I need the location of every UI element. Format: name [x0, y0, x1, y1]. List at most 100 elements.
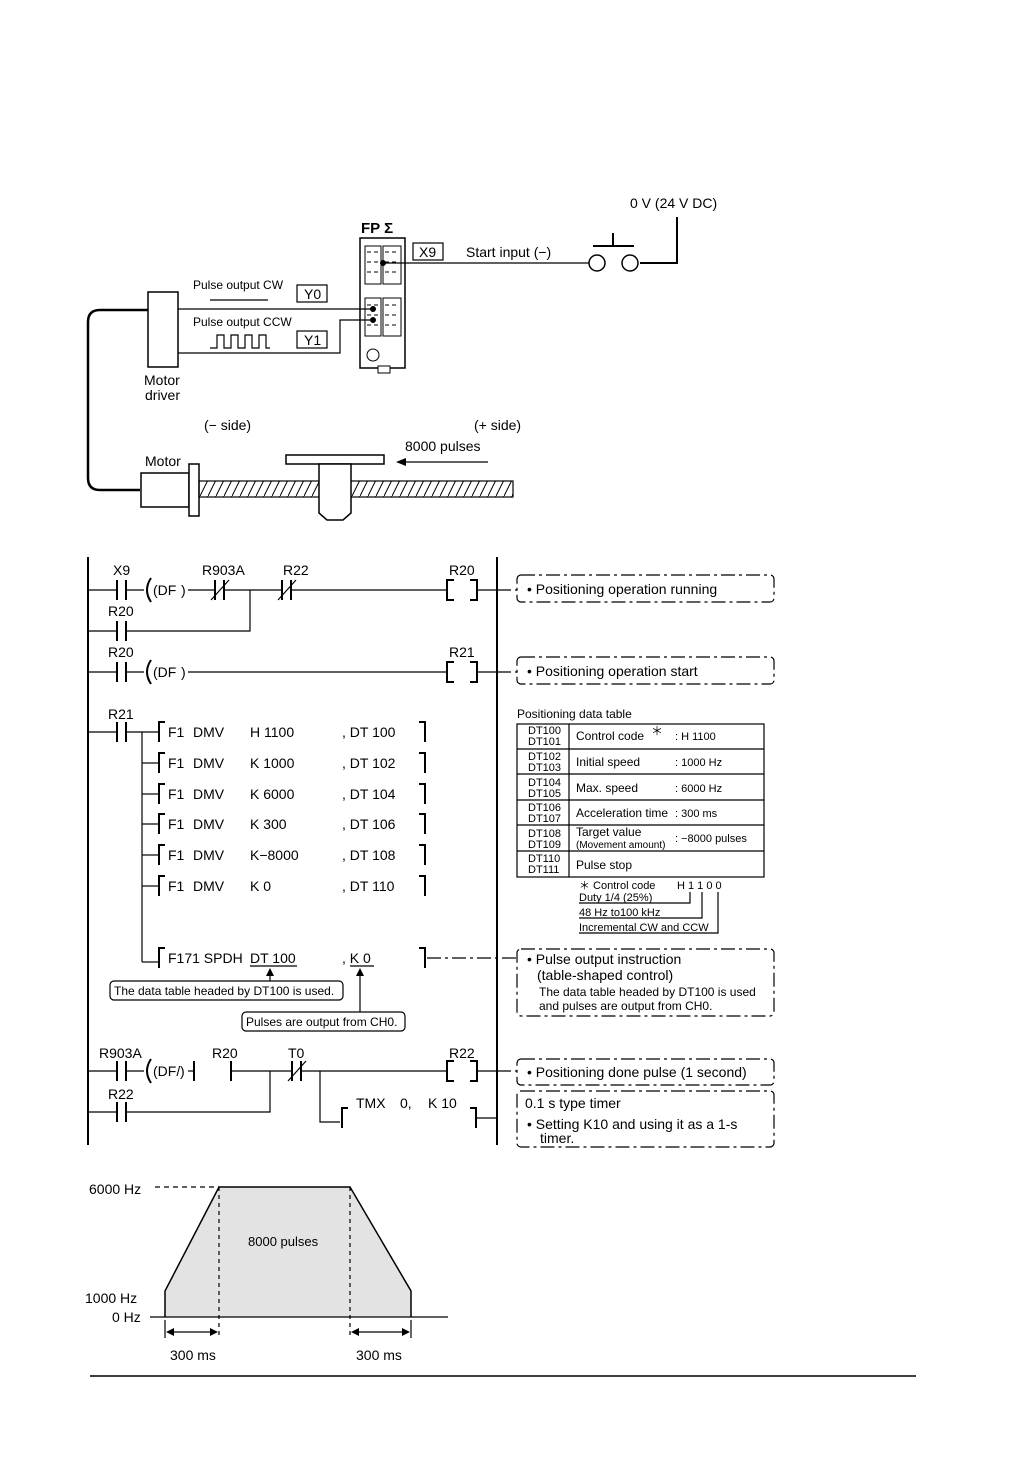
profile-area — [165, 1187, 411, 1317]
svg-text:F1: F1 — [168, 755, 185, 771]
start-input-label: Start input (−) — [466, 244, 551, 260]
svg-text:The data table headed by DT100: The data table headed by DT100 is used. — [114, 984, 334, 998]
svg-text:• Pulse output instruction: • Pulse output instruction — [527, 951, 681, 967]
svg-text:DT106: DT106 — [528, 802, 561, 814]
motor-driver-box — [147, 291, 179, 368]
svg-text:DT107: DT107 — [528, 813, 561, 825]
svg-text:TMX: TMX — [356, 1095, 386, 1111]
contact-t0-label: T0 — [288, 1045, 305, 1061]
dmv-row-1: F1 DMV K 1000 , DT 102 — [158, 752, 426, 773]
contact-r22-label: R22 — [283, 562, 309, 578]
note-ch0 — [241, 1011, 406, 1032]
svg-text:): ) — [181, 582, 186, 598]
y0-terminal-label: Y0 — [304, 286, 321, 302]
minus-side-label: (− side) — [204, 417, 251, 433]
svg-text:DT103: DT103 — [528, 762, 561, 774]
freq-max-label: 6000 Hz — [89, 1181, 141, 1197]
pulse-ccw-label: Pulse output CCW — [193, 315, 292, 329]
svg-text:DMV: DMV — [193, 755, 225, 771]
svg-text:Pulses are output from CH0.: Pulses are output from CH0. — [246, 1015, 397, 1029]
svg-text:K 1000: K 1000 — [250, 755, 295, 771]
motor-driver-label-1: Motor — [144, 372, 180, 388]
coil-r20 — [446, 579, 478, 601]
contact-r22-branch-label: R22 — [108, 1086, 134, 1102]
svg-text:DT 100: DT 100 — [250, 950, 296, 966]
svg-text:＊ Control code: ＊ Control code — [579, 880, 655, 892]
coil-r22 — [446, 1060, 478, 1082]
svg-text:timer.: timer. — [540, 1130, 574, 1146]
svg-text:, DT 108: , DT 108 — [342, 847, 396, 863]
svg-text:and pulses are output from CH0: and pulses are output from CH0. — [539, 999, 712, 1013]
dmv-row-5: F1 DMV K 0 , DT 110 — [158, 875, 426, 896]
svg-text:(DF/: (DF/ — [153, 1063, 180, 1079]
coil-r21 — [446, 661, 478, 683]
svg-text:, DT 102: , DT 102 — [342, 755, 396, 771]
svg-text:, K 0: , K 0 — [342, 950, 371, 966]
contact-r903a-label-2: R903A — [99, 1045, 142, 1061]
rung-4: R903A (DF/ ) R20 T0 R22 R22 — [88, 1045, 775, 1148]
pulse-cw-label: Pulse output CW — [193, 278, 284, 292]
rung-1: X9 (DF ) R903A R22 R20 R20 — [88, 562, 775, 641]
svg-text:F171 SPDH: F171 SPDH — [168, 950, 243, 966]
start-switch-icon — [588, 233, 639, 272]
contact-r20-branch-label: R20 — [108, 603, 134, 619]
ccw-waveform — [210, 334, 270, 349]
svg-text:H 1 1 0 0: H 1 1 0 0 — [677, 880, 722, 892]
acc-time-label: 300 ms — [170, 1347, 216, 1363]
y0-terminal-box — [296, 284, 328, 303]
tmx-timer-instruction: TMX 0, K 10 — [341, 1095, 497, 1128]
svg-text:, DT 110: , DT 110 — [342, 878, 395, 894]
svg-text:DMV: DMV — [193, 786, 225, 802]
svg-text:DT105: DT105 — [528, 788, 561, 800]
svg-text:F1: F1 — [168, 724, 185, 740]
dmv-row-4: F1 DMV K−8000 , DT 108 — [158, 844, 426, 865]
svg-text:DT101: DT101 — [528, 736, 561, 748]
wiring-diagram: 0 V (24 V DC) FP Σ X9 — [86, 195, 717, 521]
x9-terminal-box — [412, 242, 444, 261]
svg-text:K 6000: K 6000 — [250, 786, 295, 802]
ccw-wire — [178, 319, 373, 354]
svg-text:• Positioning operation start: • Positioning operation start — [527, 663, 698, 679]
df-instruction-2 — [146, 659, 152, 685]
svg-text:DMV: DMV — [193, 847, 225, 863]
svg-text:• Positioning operation runnin: • Positioning operation running — [527, 581, 717, 597]
contact-x9-label: X9 — [113, 562, 130, 578]
svg-text:DT109: DT109 — [528, 839, 561, 851]
motor-icon — [140, 463, 200, 517]
table-row: DT100 DT101 Control code ＊ : H 1100 — [528, 724, 716, 748]
svg-text:K 300: K 300 — [250, 816, 287, 832]
plus-side-label: (+ side) — [474, 417, 521, 433]
svg-text:0,: 0, — [400, 1095, 412, 1111]
dmv-row-2: F1 DMV K 6000 , DT 104 — [158, 783, 426, 804]
svg-text:DMV: DMV — [193, 724, 225, 740]
control-code-breakdown: ＊ Control code H 1 1 0 0 Duty 1/4 (25%) … — [579, 880, 722, 934]
y1-terminal-box — [296, 330, 328, 349]
svg-text:K 0: K 0 — [250, 878, 271, 894]
svg-text:(Movement amount): (Movement amount) — [576, 840, 665, 851]
comment-positioning-start — [516, 656, 775, 685]
positioning-data-table: Positioning data table DT100 DT101 Contr… — [516, 707, 765, 934]
motor-driver-label-2: driver — [145, 387, 180, 403]
svg-text:The data table headed by DT100: The data table headed by DT100 is used — [539, 985, 756, 999]
svg-text:Initial speed: Initial speed — [576, 755, 640, 769]
svg-text:• Positioning done pulse (1 se: • Positioning done pulse (1 second) — [527, 1064, 747, 1080]
table-row: DT108 DT109 Target value (Movement amoun… — [528, 825, 747, 851]
table-row: DT106 DT107 Acceleration time : 300 ms — [528, 802, 718, 825]
svg-text:, DT 104: , DT 104 — [342, 786, 396, 802]
comment-pulse-output — [516, 948, 775, 1017]
svg-text:Control code: Control code — [576, 729, 644, 743]
svg-text:: 6000 Hz: : 6000 Hz — [675, 783, 722, 795]
svg-text:DT108: DT108 — [528, 828, 561, 840]
x9-terminal-label: X9 — [419, 244, 436, 260]
note-data-table — [109, 980, 344, 1001]
svg-text:DT104: DT104 — [528, 777, 561, 789]
svg-text:• Setting K10 and using it as: • Setting K10 and using it as a 1-s — [527, 1116, 737, 1132]
motor-cable — [86, 308, 148, 492]
rung-2: R20 (DF ) R21 • Positioning operation st… — [88, 644, 775, 685]
svg-text:: −8000 pulses: : −8000 pulses — [675, 833, 747, 845]
svg-text:(DF: (DF — [153, 582, 176, 598]
ball-screw — [198, 480, 514, 498]
table-title: Positioning data table — [517, 707, 632, 721]
comment-done-pulse — [516, 1058, 775, 1086]
svg-text:Duty 1/4 (25%): Duty 1/4 (25%) — [579, 892, 652, 904]
